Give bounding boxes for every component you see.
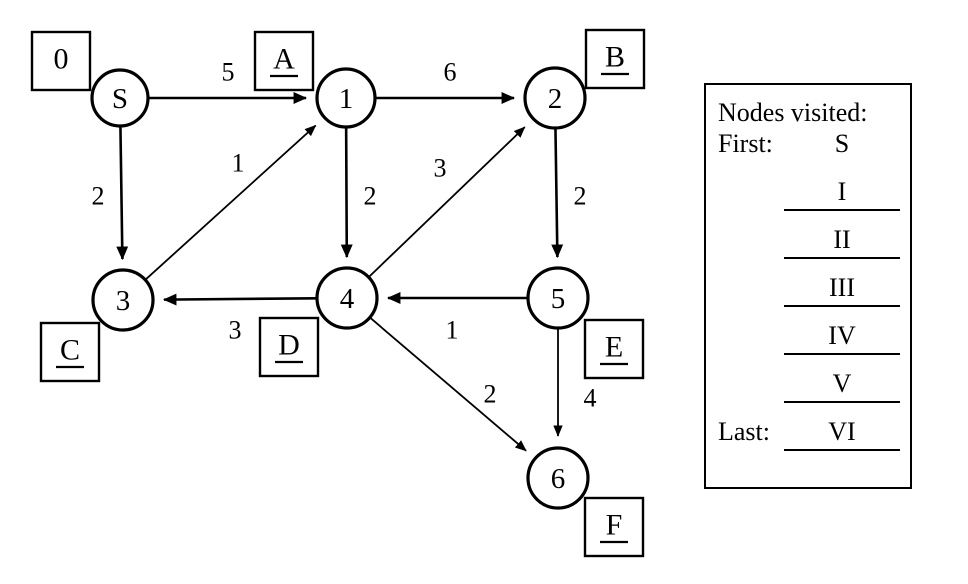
edge-weight-4-3: 3 bbox=[229, 316, 242, 345]
legend-slot-value-1: S bbox=[834, 129, 850, 158]
legend-answer-slot-7[interactable]: VI bbox=[784, 417, 910, 459]
edge-weight-4-2: 3 bbox=[434, 154, 447, 183]
node-label-2: 2 bbox=[548, 83, 563, 115]
legend-answer-slot-1: S bbox=[784, 129, 910, 171]
legend-slot-value-5: IV bbox=[784, 321, 900, 355]
node-circle-4[interactable] bbox=[315, 266, 379, 330]
edge-weight-S-3: 2 bbox=[92, 182, 105, 211]
node-tag-box-5 bbox=[583, 318, 645, 380]
node-tag-box-1 bbox=[253, 30, 315, 92]
edge-weight-5-4: 1 bbox=[446, 316, 459, 345]
node-tags-layer: 0 A B C D E F bbox=[30, 28, 646, 558]
edge-weights-layer: 5 2 1 6 2 3 2 3 1 2 4 bbox=[92, 58, 597, 413]
edge-weight-5-6: 4 bbox=[584, 384, 597, 413]
legend-title: Nodes visited: bbox=[718, 98, 868, 127]
edge-4-to-3 bbox=[162, 293, 317, 306]
edges-layer bbox=[116, 92, 564, 452]
legend-row-label-7: Last: bbox=[718, 417, 770, 446]
node-label-S: S bbox=[112, 83, 128, 115]
legend-row-3: II bbox=[706, 225, 910, 273]
node-tag-box-6 bbox=[583, 496, 645, 558]
node-label-6: 6 bbox=[551, 463, 566, 495]
node-tag-box-3 bbox=[39, 321, 101, 383]
edge-weight-3-1: 1 bbox=[232, 149, 245, 178]
nodes-layer: S 1 2 3 4 5 6 bbox=[90, 66, 590, 510]
legend-row-2: I bbox=[706, 177, 910, 225]
legend-slot-value-6: V bbox=[784, 369, 900, 403]
edge-weight-2-5: 2 bbox=[574, 182, 587, 211]
legend-answer-slot-2[interactable]: I bbox=[784, 177, 910, 219]
node-label-3: 3 bbox=[116, 285, 131, 317]
legend-answer-slot-3[interactable]: II bbox=[784, 225, 910, 267]
legend-row-4: III bbox=[706, 273, 910, 321]
node-tag-label-S: 0 bbox=[54, 43, 69, 76]
edge-3-to-1 bbox=[145, 124, 317, 280]
edge-1-to-4 bbox=[340, 127, 353, 259]
node-label-5: 5 bbox=[551, 283, 566, 315]
edge-4-to-2 bbox=[368, 126, 526, 278]
edge-weight-1-4: 2 bbox=[364, 182, 377, 211]
legend-answer-slot-4[interactable]: III bbox=[784, 273, 910, 315]
node-circle-6[interactable] bbox=[526, 446, 590, 510]
legend-slot-value-4: III bbox=[784, 273, 900, 307]
legend-answer-slot-5[interactable]: IV bbox=[784, 321, 910, 363]
node-label-4: 4 bbox=[340, 283, 355, 315]
legend-row-7: Last: VI bbox=[706, 417, 910, 465]
edge-S-to-3 bbox=[116, 126, 129, 261]
edge-2-to-5 bbox=[551, 128, 564, 259]
node-circle-1[interactable] bbox=[315, 67, 377, 129]
node-circle-S[interactable] bbox=[90, 68, 150, 128]
legend-slot-value-2: I bbox=[784, 177, 900, 211]
node-tag-box-S bbox=[30, 30, 92, 92]
legend-answer-slot-6[interactable]: V bbox=[784, 369, 910, 411]
node-tag-box-4 bbox=[258, 316, 320, 378]
node-circle-3[interactable] bbox=[91, 268, 155, 332]
node-tag-label-5: E bbox=[605, 331, 623, 364]
legend-slot-value-3: II bbox=[784, 225, 900, 259]
node-tag-label-6: F bbox=[606, 509, 623, 542]
node-circle-2[interactable] bbox=[523, 66, 587, 130]
node-tag-label-2: B bbox=[605, 41, 625, 74]
node-tag-box-2 bbox=[584, 28, 646, 90]
node-tag-label-1: A bbox=[273, 43, 295, 76]
node-tag-label-3: C bbox=[60, 334, 80, 367]
legend-slot-value-7: VI bbox=[784, 417, 900, 451]
node-label-1: 1 bbox=[339, 83, 354, 115]
node-tag-label-4: D bbox=[278, 329, 300, 362]
legend-row-label-1: First: bbox=[718, 129, 773, 158]
legend-row-6: V bbox=[706, 369, 910, 417]
edge-4-to-6 bbox=[370, 317, 527, 452]
legend-row-1: First: S bbox=[706, 129, 910, 177]
edge-weight-4-6: 2 bbox=[484, 380, 497, 409]
node-circle-5[interactable] bbox=[526, 266, 590, 330]
edge-weight-1-2: 6 bbox=[444, 58, 457, 87]
edge-weight-S-1: 5 bbox=[222, 58, 235, 87]
legend-row-5: IV bbox=[706, 321, 910, 369]
